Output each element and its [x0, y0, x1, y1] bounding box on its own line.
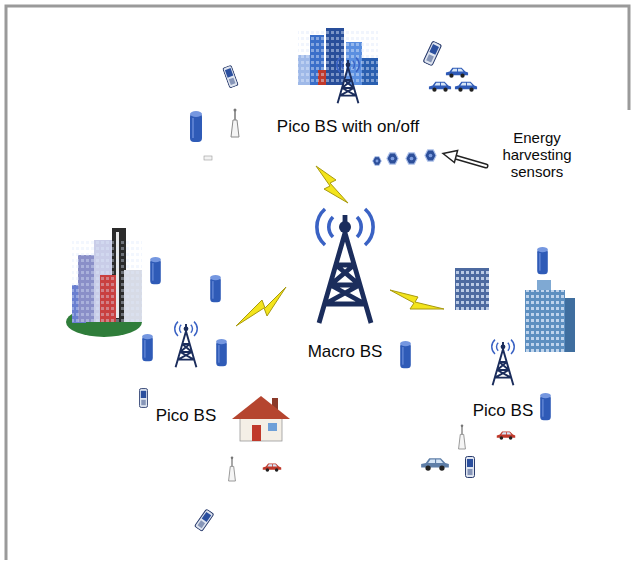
- house-part: [268, 423, 277, 431]
- station-label: Pico BS: [473, 401, 533, 421]
- car-group-part: [446, 68, 468, 78]
- text-holder: Pico BS: [473, 401, 533, 421]
- pico-cell-area: Pico BS: [394, 262, 616, 538]
- mobile-phone: [223, 65, 239, 88]
- car: [497, 432, 515, 440]
- office-building: [455, 268, 489, 310]
- energy-harvesting-sensors-part: [406, 153, 417, 164]
- macro-tower: [317, 209, 373, 323]
- top-city: [298, 28, 378, 85]
- energy-harvesting-sensors-part: [387, 153, 398, 164]
- office-building-part: [455, 268, 489, 310]
- pico-cell-area: Pico BS: [54, 257, 276, 533]
- callout-circle-shape: [490, 108, 584, 202]
- small-cell-router: [231, 109, 239, 138]
- energy-harvesting-sensors-part: [425, 150, 436, 161]
- callout-arrow: [443, 151, 486, 167]
- car-group: [429, 68, 477, 92]
- user-device: [537, 247, 548, 274]
- glass-tower-part: [565, 298, 575, 352]
- station-label: Pico BS with on/off: [277, 117, 419, 137]
- top-city-part: [298, 28, 378, 85]
- station-label: Pico BS: [156, 406, 216, 426]
- small-device: [204, 156, 212, 160]
- mobile-phone: [466, 457, 475, 478]
- callout-arrow-part: [455, 157, 486, 166]
- house-part: [240, 416, 282, 441]
- callout-arrow-part: [455, 157, 486, 166]
- text-holder: Pico BS: [156, 406, 216, 426]
- callout-text: Energy harvesting sensors: [502, 129, 571, 181]
- wireless-link: [316, 166, 348, 203]
- user-device: [216, 339, 227, 366]
- flip-phone: [423, 41, 442, 66]
- glass-tower: [525, 280, 575, 352]
- user-device: [400, 341, 411, 368]
- callout-circle: Energy harvesting sensors: [489, 107, 585, 203]
- pico-cell-area-shape: [147, 26, 557, 200]
- car-group-part: [429, 82, 451, 92]
- pico-tower: [337, 58, 360, 104]
- pico-cell-area-outline: [147, 26, 557, 200]
- left-city-part: [72, 240, 142, 322]
- pico-cell-area-shape: [8, 218, 323, 562]
- user-device: [540, 393, 551, 420]
- user-device: [142, 334, 153, 361]
- station-label: Macro BS: [308, 342, 383, 362]
- user-device: [210, 275, 221, 302]
- macro-cell-area: Macro BS Pico BS with on/offPico BS Pico B…: [46, 20, 626, 550]
- car: [263, 464, 281, 472]
- callout-arrow-part: [443, 151, 458, 163]
- pico-cell-area-outline: [54, 257, 276, 533]
- pico-tower: [492, 340, 515, 386]
- pico-cell-area-shape: [348, 223, 635, 562]
- energy-harvesting-sensors-part: [373, 157, 382, 166]
- office-building-part: [455, 268, 489, 310]
- flip-phone: [194, 509, 213, 531]
- car-group-part: [455, 82, 477, 92]
- small-cell-router: [229, 457, 236, 481]
- glass-tower-part: [525, 290, 565, 352]
- glass-tower-part: [537, 280, 551, 290]
- pico-cell-area-outline: [394, 262, 616, 538]
- pico-tower: [175, 322, 198, 368]
- house-part: [232, 396, 290, 419]
- energy-harvesting-sensors: [373, 150, 436, 165]
- page-frame: [6, 6, 629, 560]
- car: [421, 458, 449, 470]
- house: [232, 396, 290, 441]
- mobile-phone: [139, 389, 147, 408]
- text-holder: Macro BS: [308, 342, 383, 362]
- user-device: [150, 257, 161, 284]
- macro-cell-area-outline: [46, 20, 626, 550]
- left-city: [66, 228, 142, 337]
- text-holder: Pico BS with on/off: [277, 117, 419, 137]
- wireless-link: [390, 290, 444, 309]
- macro-cell-area-shape: [46, 20, 626, 550]
- small-cell-router: [459, 425, 466, 449]
- user-device: [190, 111, 202, 142]
- pico-cell-area: Pico BS with on/off: [147, 26, 557, 200]
- wireless-link: [236, 287, 286, 326]
- house-part: [252, 425, 261, 441]
- glass-tower-part: [525, 290, 565, 352]
- text-holder: Energy harvesting sensors: [502, 129, 571, 182]
